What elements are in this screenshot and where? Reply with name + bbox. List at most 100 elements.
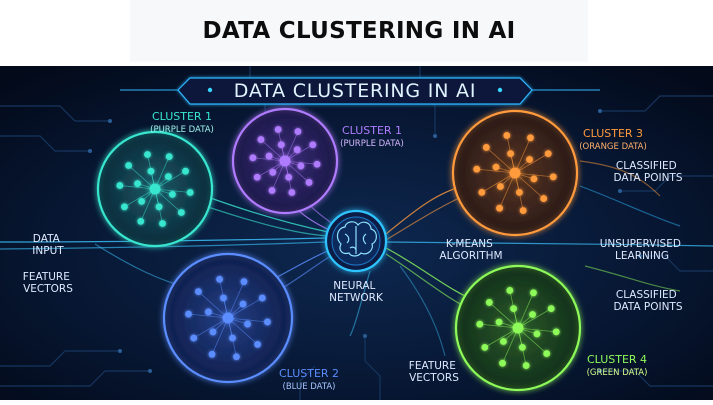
cluster-2-group [231, 107, 339, 215]
data-point [293, 146, 301, 154]
data-point [482, 144, 490, 151]
data-point [253, 173, 261, 181]
centroid [149, 183, 161, 195]
data-point [529, 311, 536, 318]
data-point [547, 305, 555, 313]
data-point [182, 167, 189, 175]
data-point [481, 343, 489, 351]
cluster-5-subtitle: (GREEN DATA) [587, 368, 648, 378]
kmeans-label: K-MEANS ALGORITHM [439, 238, 502, 262]
data-point [116, 182, 124, 189]
clusters: CLUSTER 1(PURPLE DATA)CLUSTER 1(PURPLE D… [96, 107, 648, 392]
data-input-label: DATA INPUT [32, 233, 64, 257]
data-point [269, 168, 277, 176]
centroid [509, 167, 521, 179]
data-point [527, 134, 534, 142]
data-point [478, 188, 486, 196]
data-point [522, 362, 530, 369]
data-point [121, 203, 128, 211]
data-point [169, 190, 176, 198]
feature-vectors-left-label: FEATURE VECTORS [23, 271, 73, 295]
page-title: DATA CLUSTERING IN AI [130, 0, 588, 62]
centroid [279, 155, 291, 167]
cluster-4-title: CLUSTER 2 [279, 367, 339, 380]
cluster-1-subtitle: (PURPLE DATA) [150, 125, 214, 135]
data-point [138, 197, 146, 205]
cluster-2-subtitle: (PURPLE DATA) [340, 139, 404, 149]
data-point [254, 341, 262, 348]
data-point [526, 156, 533, 163]
feature-vectors-bottom-label: FEATURE VECTORS [409, 360, 459, 384]
centroid [512, 322, 524, 334]
data-point [499, 359, 506, 367]
labels: DATA INPUT FEATURE VECTORS NEURAL NETWOR… [23, 160, 683, 384]
data-point [313, 160, 321, 168]
banner-title: DATA CLUSTERING IN AI [234, 80, 477, 102]
data-point [500, 338, 507, 345]
data-point [268, 187, 276, 194]
data-point [164, 173, 172, 181]
cluster-3-subtitle: (ORANGE DATA) [579, 142, 647, 152]
centroid [222, 312, 234, 324]
data-point [530, 175, 538, 183]
data-point [249, 154, 257, 162]
data-point [216, 275, 223, 283]
data-point [476, 320, 484, 328]
data-point [294, 128, 302, 135]
data-point [530, 289, 537, 297]
data-point [194, 288, 202, 295]
clustering-diagram: DATA CLUSTERING IN AI [0, 66, 713, 400]
cluster-1-group [96, 130, 214, 248]
data-point [137, 217, 145, 225]
data-point [144, 151, 151, 158]
data-point [506, 287, 514, 294]
data-point [497, 183, 504, 190]
data-point [134, 180, 141, 188]
data-point [305, 179, 313, 186]
data-point [503, 132, 511, 139]
data-point [258, 294, 266, 302]
cluster-5-group [454, 264, 582, 392]
data-point [185, 310, 192, 318]
data-point [209, 328, 217, 336]
data-point [159, 220, 166, 227]
data-point [544, 150, 552, 158]
data-point [540, 195, 548, 202]
data-point [543, 350, 551, 357]
data-point [496, 204, 503, 212]
cluster-1-title: CLUSTER 1 [152, 110, 212, 123]
classified-bottom-label: CLASSIFIED DATA POINTS [613, 289, 682, 313]
brain-icon [336, 221, 377, 257]
data-point [177, 209, 185, 216]
cluster-5-title: CLUSTER 4 [587, 353, 647, 366]
cluster-3-title: CLUSTER 3 [583, 127, 643, 140]
data-point [125, 162, 133, 169]
data-point [309, 141, 317, 149]
data-point [485, 299, 493, 306]
classified-top-label: CLASSIFIED DATA POINTS [613, 160, 682, 184]
data-point [492, 163, 500, 171]
data-point [495, 318, 503, 326]
data-point [186, 189, 194, 196]
data-point [297, 162, 305, 170]
data-point [257, 136, 265, 143]
data-point [208, 350, 216, 358]
neural-network-label: NEURAL NETWORK [329, 280, 384, 304]
infographic-panel: DATA CLUSTERING IN AI [0, 66, 713, 400]
data-point [165, 153, 173, 161]
cluster-3-group [451, 109, 579, 237]
data-point [233, 353, 240, 361]
data-point [519, 207, 527, 214]
data-point [288, 189, 296, 196]
data-point [205, 308, 212, 316]
data-point [473, 165, 481, 173]
data-point [533, 330, 541, 338]
cluster-4-group [162, 252, 294, 384]
data-point [239, 300, 247, 308]
data-point [552, 328, 560, 336]
cluster-4-subtitle: (BLUE DATA) [283, 382, 336, 392]
data-point [274, 126, 282, 133]
data-point [190, 334, 198, 342]
data-point [264, 318, 271, 326]
